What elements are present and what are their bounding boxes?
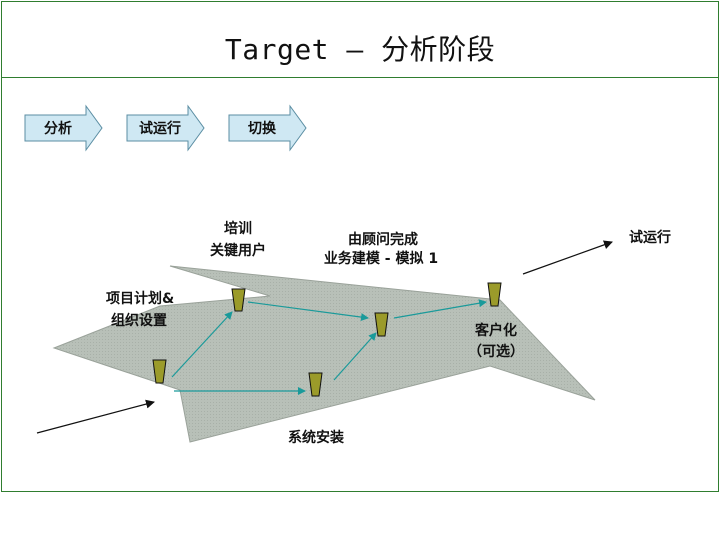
- connector-plan-training: [171, 311, 233, 378]
- phase-label: 分析: [44, 120, 72, 137]
- phase-arrow-trial[interactable]: 试运行: [126, 104, 205, 152]
- milestone-markers: [152, 282, 502, 397]
- consultant-label-2: 业务建模 - 模拟 1: [324, 250, 438, 267]
- milestone-customize-icon: [487, 282, 502, 307]
- milestone-training-icon: [231, 288, 246, 312]
- customize-label-1: 客户化: [474, 322, 517, 339]
- milestone-modeling-icon: [374, 312, 389, 337]
- connectors: [171, 299, 487, 395]
- training-label-1: 培训: [224, 220, 252, 237]
- consultant-label-1: 由顾问完成: [348, 231, 418, 248]
- exit-arrow: [522, 240, 613, 275]
- phase-arrow-cutover[interactable]: 切换: [228, 104, 307, 152]
- connector-modeling-customize: [393, 299, 487, 319]
- install-label: 系统安装: [288, 429, 345, 446]
- connector-training-modeling: [247, 301, 369, 322]
- process-area-shape: [52, 265, 596, 443]
- project-plan-label-2: 组织设置: [111, 312, 167, 329]
- project-plan-label-1: 项目计划&: [106, 290, 174, 307]
- training-label-2: 关键用户: [210, 242, 266, 259]
- customize-label-2: （可选）: [468, 343, 524, 360]
- phase-arrow-analysis[interactable]: 分析: [24, 104, 103, 152]
- title-frame: Target – 分析阶段: [1, 1, 719, 78]
- trial-run-label: 试运行: [629, 229, 671, 246]
- milestone-plan-icon: [152, 359, 167, 384]
- phase-label: 试运行: [139, 120, 181, 137]
- connector-install-modeling: [333, 332, 377, 381]
- entry-arrow: [36, 399, 155, 434]
- content-frame: [1, 77, 719, 492]
- page-title: Target – 分析阶段: [224, 33, 496, 66]
- milestone-install-icon: [308, 372, 323, 397]
- phase-label: 切换: [248, 120, 277, 137]
